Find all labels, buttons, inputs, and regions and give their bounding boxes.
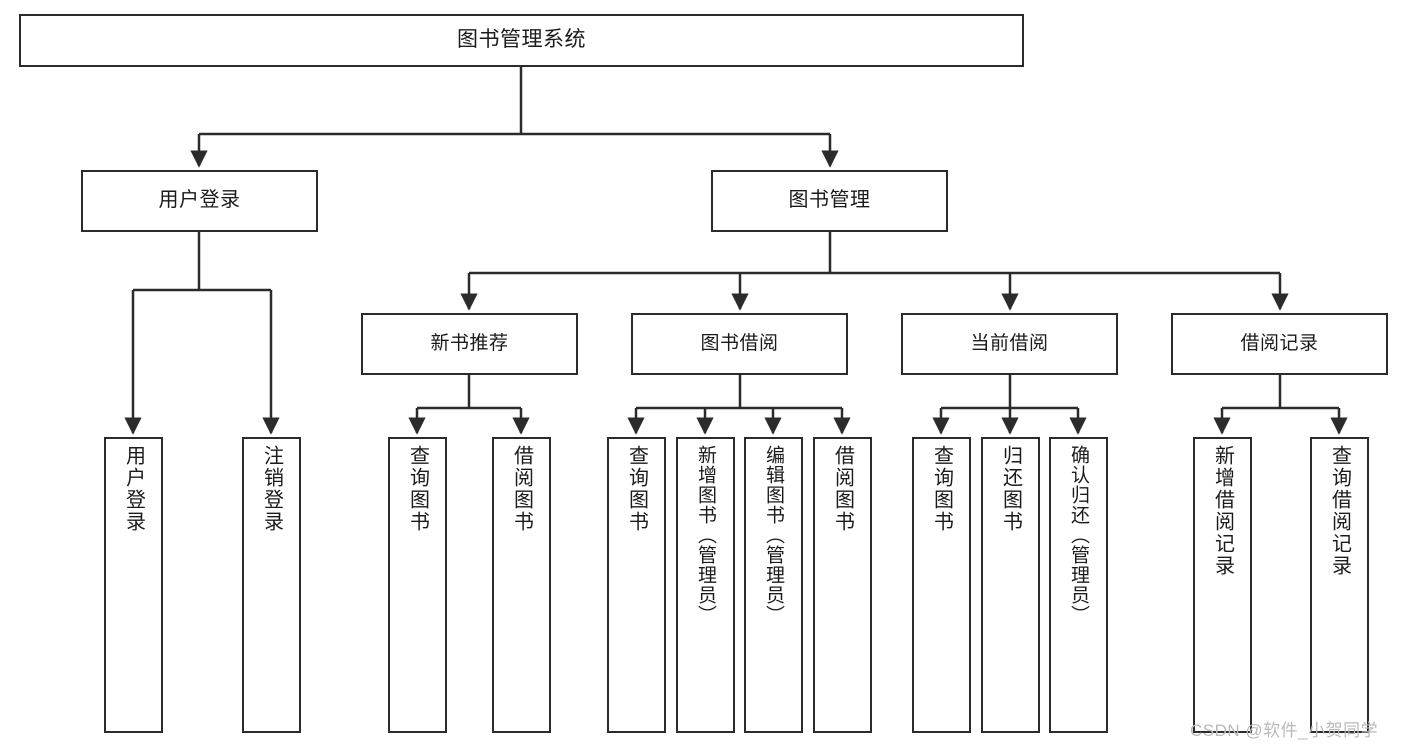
- node-book-management[interactable]: 图书管理: [711, 170, 948, 232]
- node-book-borrow-label: 图书借阅: [700, 332, 779, 354]
- csdn-watermark: CSDN @软件_小贺同学: [1190, 721, 1379, 740]
- node-user-login[interactable]: 用户登录: [81, 170, 318, 232]
- leaf-current-borrow-return[interactable]: 归还图书: [981, 437, 1040, 733]
- node-new-book-recommend[interactable]: 新书推荐: [361, 313, 578, 375]
- node-current-borrow-label: 当前借阅: [970, 332, 1049, 354]
- node-new-book-recommend-label: 新书推荐: [430, 332, 509, 354]
- leaf-new-book-query-label: 查询图书: [406, 445, 429, 533]
- leaf-current-borrow-query[interactable]: 查询图书: [912, 437, 971, 733]
- leaf-current-borrow-return-label: 归还图书: [999, 445, 1022, 533]
- leaf-borrow-record-query-label: 查询借阅记录: [1328, 445, 1351, 577]
- leaf-user-login-login-label: 用户登录: [122, 445, 145, 533]
- leaf-book-borrow-edit[interactable]: 编辑图书（管理员）: [744, 437, 803, 733]
- node-borrow-record-label: 借阅记录: [1240, 332, 1319, 354]
- leaf-book-borrow-add[interactable]: 新增图书（管理员）: [676, 437, 735, 733]
- node-root[interactable]: 图书管理系统: [19, 14, 1024, 67]
- node-book-management-label: 图书管理: [788, 189, 871, 212]
- leaf-borrow-record-add-label: 新增借阅记录: [1211, 445, 1234, 577]
- leaf-book-borrow-edit-label: 编辑图书（管理员）: [763, 445, 784, 625]
- leaf-new-book-borrow[interactable]: 借阅图书: [492, 437, 551, 733]
- leaf-user-login-login[interactable]: 用户登录: [104, 437, 163, 733]
- leaf-current-borrow-confirm-label: 确认归还（管理员）: [1068, 445, 1089, 625]
- leaf-new-book-borrow-label: 借阅图书: [510, 445, 533, 533]
- leaf-borrow-record-add[interactable]: 新增借阅记录: [1193, 437, 1252, 733]
- leaf-current-borrow-query-label: 查询图书: [930, 445, 953, 533]
- node-user-login-label: 用户登录: [158, 189, 241, 212]
- node-book-borrow[interactable]: 图书借阅: [631, 313, 848, 375]
- leaf-user-login-logout-label: 注销登录: [260, 445, 283, 533]
- leaf-book-borrow-borrow[interactable]: 借阅图书: [813, 437, 872, 733]
- leaf-borrow-record-query[interactable]: 查询借阅记录: [1310, 437, 1369, 733]
- node-root-label: 图书管理系统: [457, 28, 586, 52]
- leaf-current-borrow-confirm[interactable]: 确认归还（管理员）: [1049, 437, 1108, 733]
- leaf-new-book-query[interactable]: 查询图书: [388, 437, 447, 733]
- node-current-borrow[interactable]: 当前借阅: [901, 313, 1118, 375]
- leaf-book-borrow-borrow-label: 借阅图书: [831, 445, 854, 533]
- leaf-user-login-logout[interactable]: 注销登录: [242, 437, 301, 733]
- leaf-book-borrow-add-label: 新增图书（管理员）: [695, 445, 716, 625]
- leaf-book-borrow-query[interactable]: 查询图书: [607, 437, 666, 733]
- leaf-book-borrow-query-label: 查询图书: [625, 445, 648, 533]
- node-borrow-record[interactable]: 借阅记录: [1171, 313, 1388, 375]
